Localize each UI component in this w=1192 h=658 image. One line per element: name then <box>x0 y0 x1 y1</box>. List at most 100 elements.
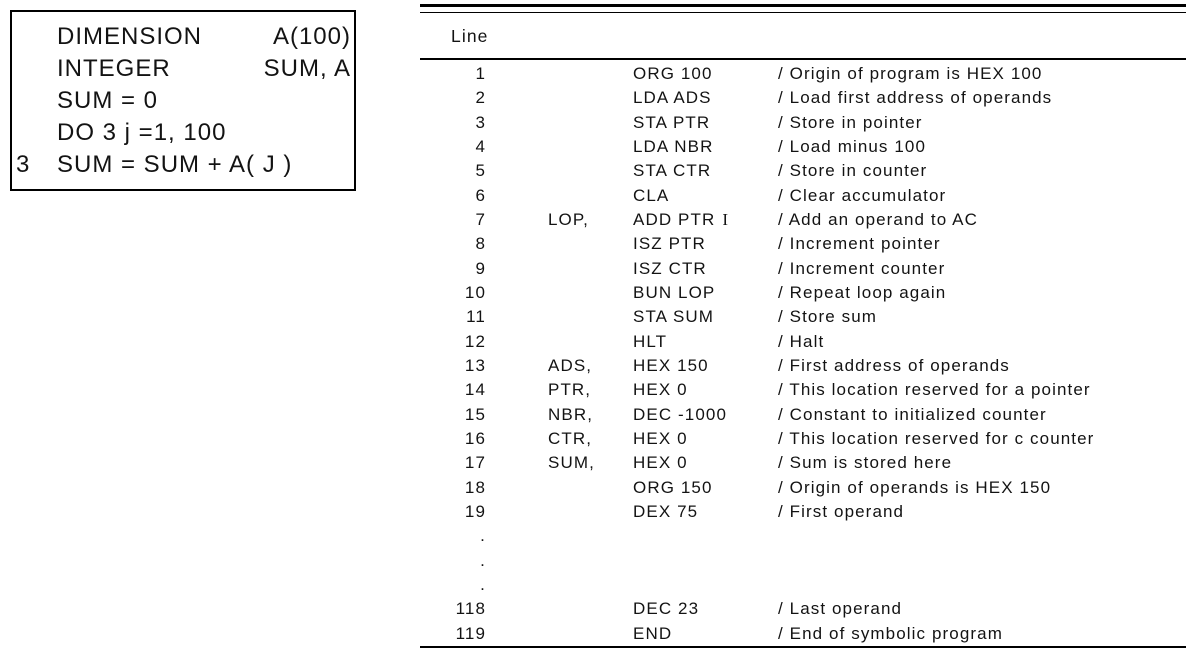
line-number: 9 <box>475 258 486 278</box>
instruction-text: ORG 150 <box>633 477 713 497</box>
symbol-label <box>486 257 633 281</box>
instruction: HLT <box>633 330 778 354</box>
instruction-text: DEC 23 <box>633 599 700 619</box>
statement-operand <box>351 117 354 149</box>
instruction-text: LDA NBR <box>633 136 714 156</box>
comment: / First address of operands <box>778 355 1010 375</box>
symbol-label: PTR, <box>548 380 592 400</box>
symbol-label <box>486 135 633 159</box>
instruction: ORG 150 <box>633 476 778 500</box>
line-number: 6 <box>475 185 486 205</box>
comment: / End of symbolic program <box>778 623 1003 643</box>
listing-row: . <box>420 549 1186 573</box>
line-number: 11 <box>466 307 486 327</box>
instruction-text: ISZ CTR <box>633 258 707 278</box>
symbol-label: SUM, <box>548 453 595 473</box>
line-number: . <box>480 550 486 570</box>
fortran-code-line: SUM = 0 <box>12 85 354 117</box>
instruction: BUN LOP <box>633 281 778 305</box>
instruction <box>633 573 778 597</box>
line-number: 15 <box>464 404 486 424</box>
instruction-text: HEX 0 <box>633 428 688 448</box>
statement-text: INTEGER <box>57 55 171 82</box>
symbol-label <box>486 111 633 135</box>
symbol-label <box>486 305 633 329</box>
symbol-label <box>486 573 633 597</box>
statement-text: SUM = SUM + A( J ) <box>57 151 293 178</box>
symbol-label <box>486 281 633 305</box>
line-number: . <box>480 574 486 594</box>
listing-row: 18 ORG 150 / Origin of operands is HEX 150 <box>420 476 1186 500</box>
symbol-label <box>486 159 633 183</box>
comment: / Store in pointer <box>778 112 923 132</box>
line-number: 7 <box>475 209 486 229</box>
instruction: DEX 75 <box>633 500 778 524</box>
comment: / Repeat loop again <box>778 282 947 302</box>
symbol-label <box>486 232 633 256</box>
comment: / This location reserved for c counter <box>778 428 1095 448</box>
symbol-label: ADS, <box>548 355 593 375</box>
table-top-rule-outer <box>420 4 1186 7</box>
symbol-label <box>486 524 633 548</box>
comment: / First operand <box>778 501 905 521</box>
statement-number <box>12 117 57 149</box>
instruction-text: CLA <box>633 185 670 205</box>
instruction-text: ORG 100 <box>633 64 713 83</box>
line-number: 17 <box>464 453 486 473</box>
instruction-text: DEC -1000 <box>633 404 727 424</box>
instruction: STA PTR <box>633 111 778 135</box>
instruction-text: ISZ PTR <box>633 234 706 254</box>
table-bottom-rule <box>420 646 1186 648</box>
line-number: 18 <box>464 477 486 497</box>
instruction-text: ADD PTR <box>633 209 716 229</box>
line-number: 2 <box>475 88 486 108</box>
comment: / Origin of operands is HEX 150 <box>778 477 1052 497</box>
comment: / Sum is stored here <box>778 453 953 473</box>
instruction: DEC 23 <box>633 597 778 621</box>
instruction: STA SUM <box>633 305 778 329</box>
statement-text: DIMENSION <box>57 23 203 50</box>
line-number: 4 <box>475 136 486 156</box>
comment: / Load minus 100 <box>778 136 927 156</box>
instruction-text: HEX 0 <box>633 380 688 400</box>
fortran-code-line: DO 3 j =1, 100 <box>12 117 354 149</box>
instruction <box>633 524 778 548</box>
fortran-code-line: INTEGER SUM, A <box>12 53 354 85</box>
statement-text: DO 3 j =1, 100 <box>57 119 227 146</box>
instruction-text: HEX 150 <box>633 355 709 375</box>
line-number: 119 <box>455 623 486 643</box>
symbol-label <box>486 500 633 524</box>
symbol-label <box>486 62 633 86</box>
statement-operand: SUM, A <box>263 55 351 82</box>
symbol-label <box>486 549 633 573</box>
table-header-rule <box>420 58 1186 60</box>
instruction-text: HEX 0 <box>633 453 688 473</box>
comment: / Store in counter <box>778 161 928 181</box>
statement-number <box>12 21 57 53</box>
statement-operand <box>351 85 354 117</box>
symbol-label <box>486 622 633 646</box>
symbol-label <box>486 184 633 208</box>
instruction-text: BUN LOP <box>633 282 716 302</box>
instruction-text: LDA ADS <box>633 88 712 108</box>
statement-operand <box>351 149 354 181</box>
table-top-rule-inner <box>420 12 1186 14</box>
instruction-text: DEX 75 <box>633 501 699 521</box>
line-number: 12 <box>464 331 486 351</box>
